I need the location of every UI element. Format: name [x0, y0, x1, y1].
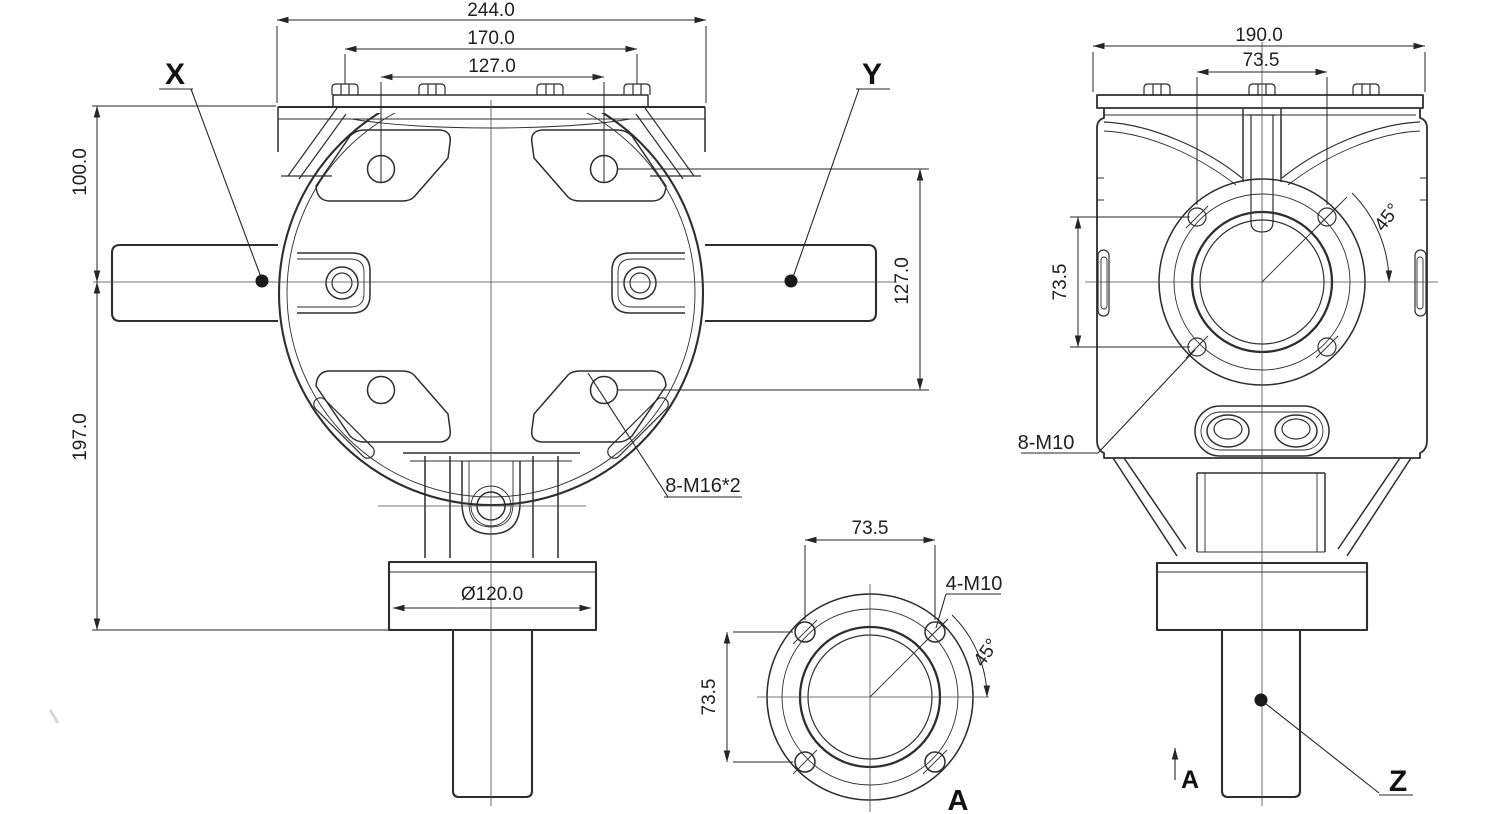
dim-text-244: 244.0: [467, 0, 515, 21]
dim-height-197: 197.0: [70, 281, 389, 631]
callout-text-8-m16: 8-M16*2: [665, 475, 741, 497]
label-x: X: [159, 58, 269, 288]
side-view: 190.0 73.5 73.5 45° 8-M10 Z A: [1018, 25, 1438, 806]
view-a-geometry: [757, 584, 989, 812]
dim-height-100: 100.0: [70, 105, 276, 283]
dim-text-73-left: 73.5: [1050, 264, 1071, 301]
x-shaft-label: X: [165, 58, 185, 91]
label-view-arrow-a: A: [1171, 747, 1199, 794]
dim-text-127-right: 127.0: [892, 257, 913, 305]
y-shaft-label: Y: [862, 58, 882, 91]
callout-8-m10: 8-M10: [1018, 349, 1196, 454]
dim-side-45: 45°: [1351, 192, 1405, 283]
output-shaft: [451, 630, 534, 799]
output-flange: [387, 560, 598, 632]
label-z: Z: [1254, 693, 1413, 798]
callout-8-m16: 8-M16*2: [587, 372, 742, 498]
dim-bolt-spacing: 170.0: [344, 28, 638, 84]
dim-side-screw-spacing-v: 73.5: [1050, 216, 1190, 348]
side-view-geometry: [1085, 42, 1438, 806]
watermark-mark: [48, 709, 60, 724]
x-shaft-point: [255, 274, 269, 288]
dim-viewa-45: 45°: [951, 614, 1004, 698]
view-a: 73.5 73.5 45° 4-M10 A: [699, 518, 1003, 814]
dim-text-127-top: 127.0: [468, 56, 516, 77]
y-shaft: [705, 243, 878, 323]
dim-hole-spacing-v: 127.0: [618, 168, 929, 391]
dim-overall-width: 244.0: [276, 0, 707, 103]
dim-side-overall-width: 190.0: [1092, 25, 1426, 92]
callout-text-8-m10: 8-M10: [1018, 432, 1075, 454]
dim-text-45-viewa: 45°: [970, 635, 1004, 671]
dim-text-100: 100.0: [70, 148, 91, 196]
side-top-bolts: [1143, 83, 1380, 95]
label-y: Y: [784, 58, 890, 288]
dim-side-screw-spacing-h: 73.5: [1196, 50, 1328, 205]
view-arrow-label: A: [1181, 766, 1199, 794]
callout-text-4-m10: 4-M10: [946, 573, 1003, 595]
dim-text-flange-dia: Ø120.0: [461, 584, 523, 605]
bearing-bosses: [297, 252, 685, 314]
z-shaft-label: Z: [1389, 765, 1407, 798]
dim-text-190: 190.0: [1235, 25, 1283, 46]
dim-text-170: 170.0: [467, 28, 515, 49]
top-bolts: [331, 83, 651, 95]
callout-4-m10: 4-M10: [935, 573, 1003, 629]
dim-text-73-viewa-top: 73.5: [852, 518, 889, 539]
y-shaft-point: [784, 274, 798, 288]
front-view: 244.0 170.0 127.0 100.0 197.0 127.0: [70, 0, 929, 806]
z-shaft: [1220, 630, 1302, 799]
dim-flange-diameter: Ø120.0: [392, 584, 592, 612]
dim-viewa-hole-spacing-h: 73.5: [804, 518, 936, 620]
dim-text-73-viewa-left: 73.5: [699, 679, 720, 716]
x-shaft: [110, 243, 278, 323]
front-view-geometry: [93, 83, 897, 806]
mounting-pads: [315, 129, 667, 443]
dim-hole-spacing-h: 127.0: [380, 56, 605, 182]
dim-text-197: 197.0: [70, 413, 91, 461]
dim-viewa-hole-spacing-v: 73.5: [699, 631, 793, 763]
dim-text-73-top: 73.5: [1243, 50, 1280, 71]
view-a-title: A: [948, 785, 969, 814]
dim-text-45-side: 45°: [1371, 200, 1405, 236]
